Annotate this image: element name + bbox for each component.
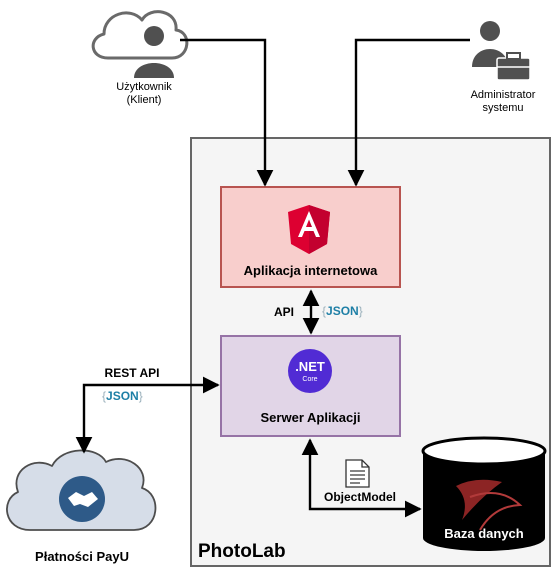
admin-icon: [472, 21, 531, 81]
document-icon: [345, 459, 370, 488]
system-title: PhotoLab: [198, 541, 286, 562]
dotnet-core-text: Core: [302, 376, 318, 383]
dotnet-text: .NET: [295, 359, 325, 374]
json-label-rest: {JSON}: [102, 389, 143, 403]
admin-label: Administrator systemu: [455, 89, 551, 115]
connector-server-database: [301, 438, 422, 518]
connector-admin-webapp: [347, 38, 470, 187]
rest-api-label: REST API: [104, 366, 160, 380]
client-label: Użytkownik (Klient): [104, 81, 184, 107]
user-cloud-icon: [91, 10, 189, 78]
dotnet-icon: [288, 349, 332, 393]
payu-label: Płatności PayU: [35, 549, 129, 564]
connector-payu-server: [75, 376, 220, 454]
admin-sub: systemu: [482, 102, 524, 114]
api-label: API: [273, 305, 294, 319]
database-label: Baza danych: [444, 526, 524, 541]
admin-name: Administrator: [470, 89, 536, 101]
connector-client-webapp: [180, 38, 274, 187]
database-icon[interactable]: [421, 436, 547, 551]
client-name: Użytkownik: [116, 81, 172, 93]
client-sub: (Klient): [126, 94, 162, 106]
payu-cloud-icon: [6, 449, 157, 531]
server-label: Serwer Aplikacji: [260, 410, 361, 425]
json-label-api: {JSON}: [322, 304, 363, 318]
web-app-label: Aplikacja internetowa: [243, 263, 378, 278]
angular-icon: [288, 205, 330, 254]
object-model-label: ObjectModel: [323, 490, 396, 504]
